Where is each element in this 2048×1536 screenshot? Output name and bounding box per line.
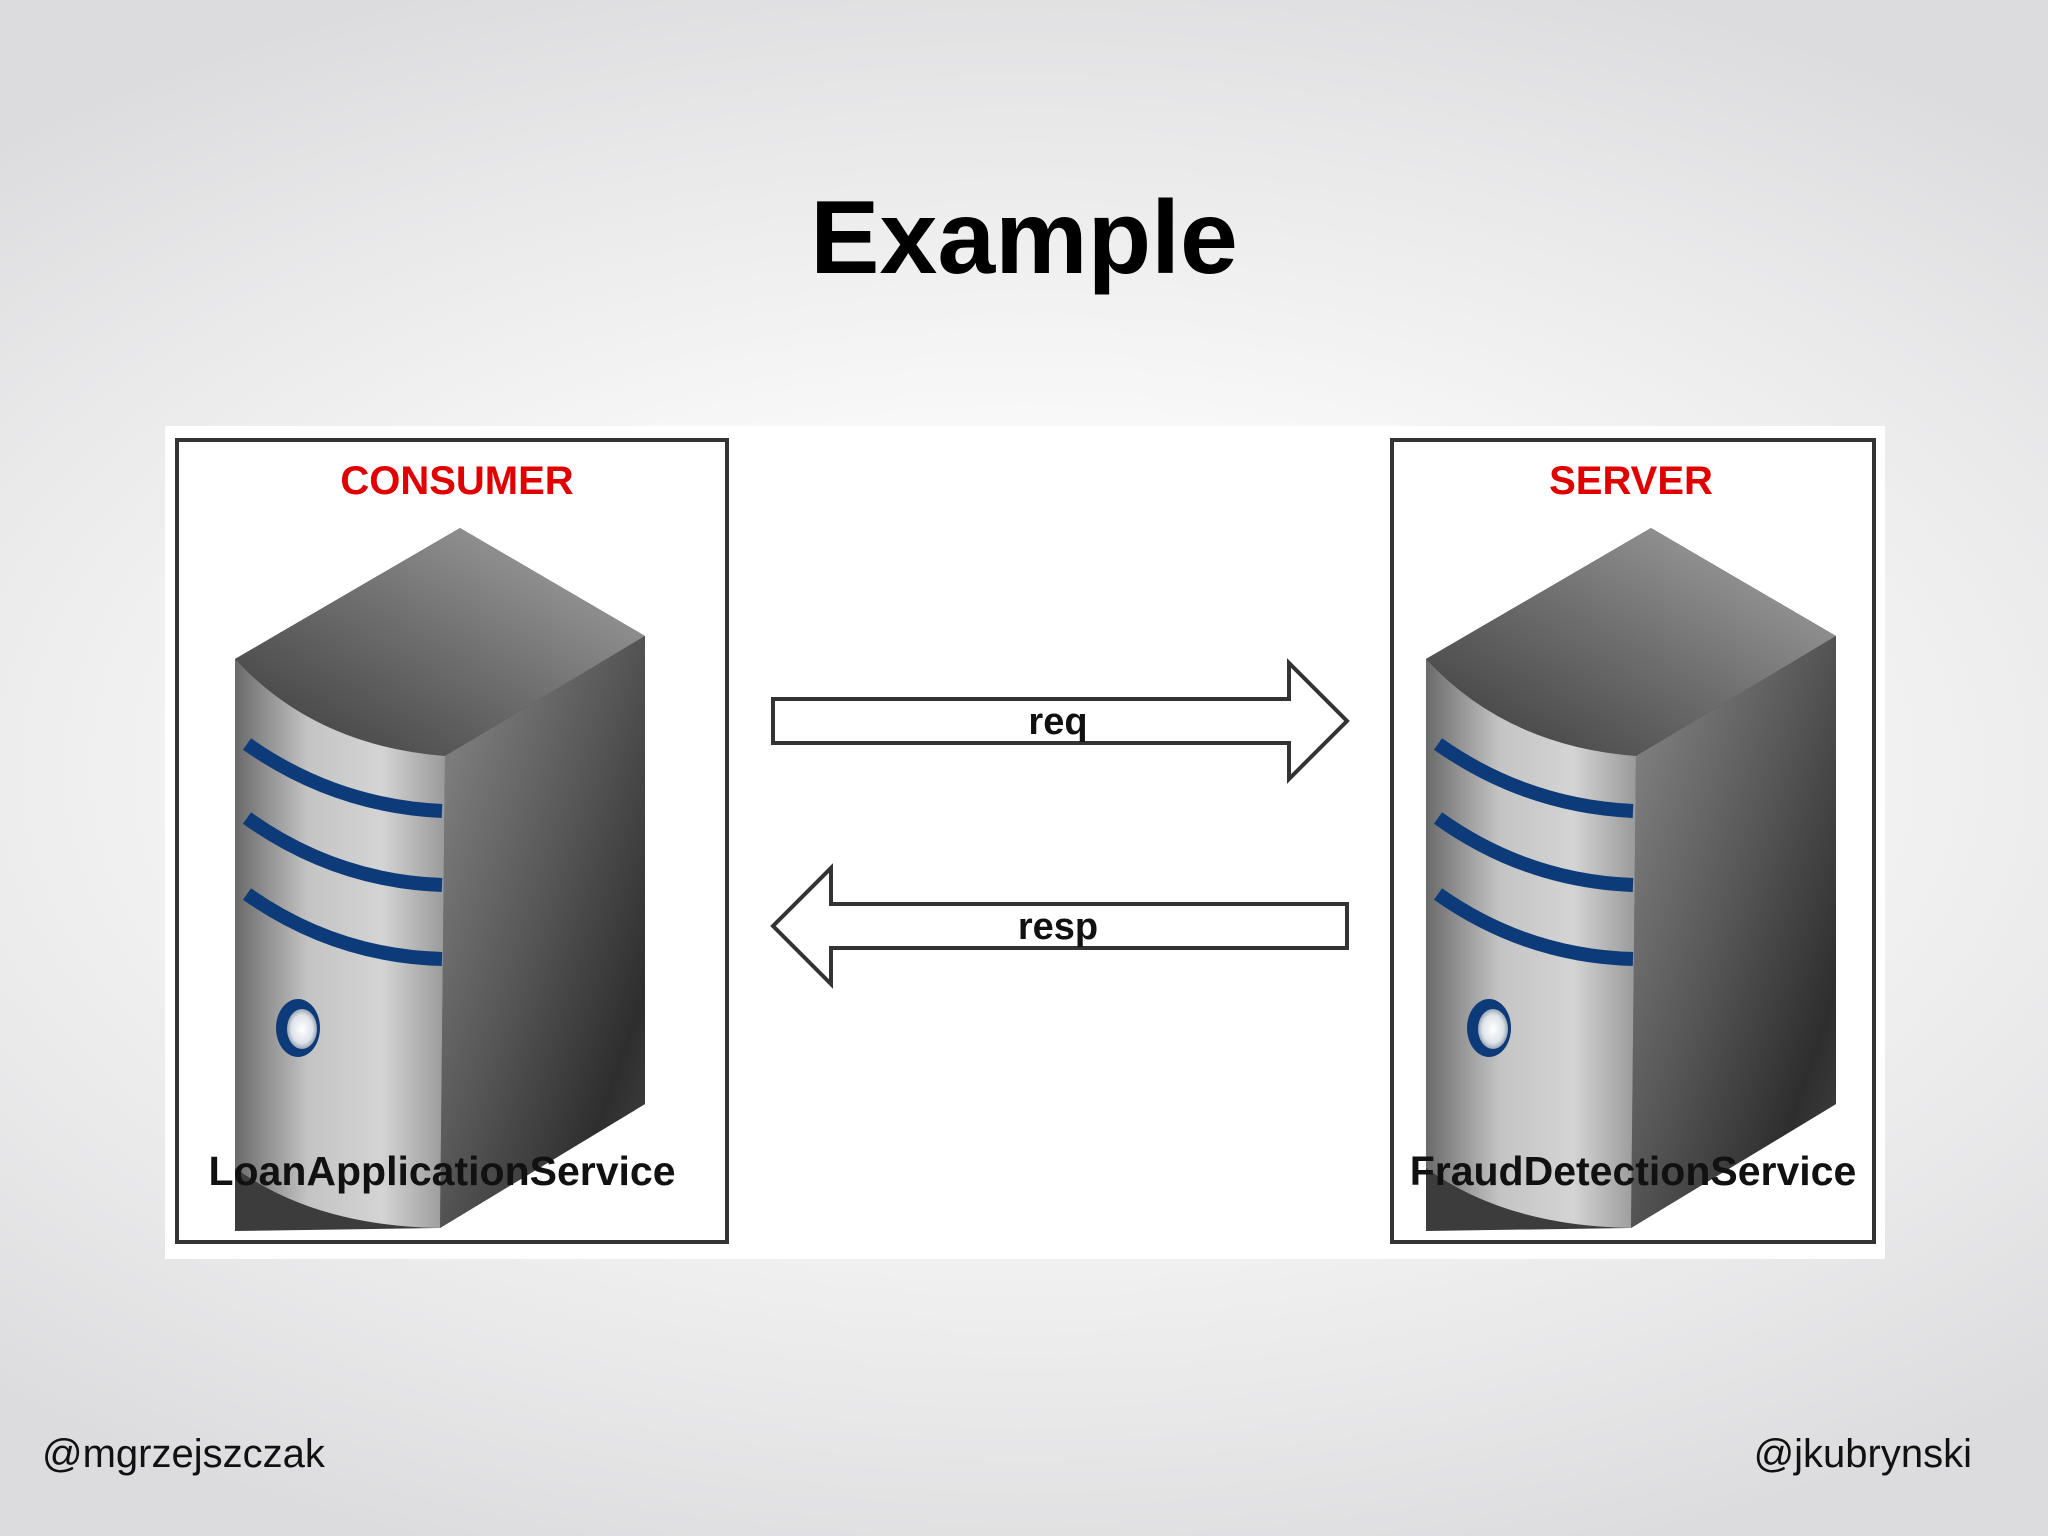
server-service-name: FraudDetectionService <box>1410 1148 1857 1194</box>
diagram-canvas: CONSUMER LoanApplicationService SERVER F… <box>165 426 1885 1259</box>
consumer-role-label: CONSUMER <box>340 459 573 503</box>
arrow-right-icon <box>771 658 1350 784</box>
arrow-left-icon <box>770 863 1349 989</box>
slide-title: Example <box>810 180 1238 296</box>
consumer-service-name: LoanApplicationService <box>208 1148 675 1194</box>
diagram-svg: CONSUMER LoanApplicationService SERVER F… <box>175 438 1876 1244</box>
footer-author-right: @jkubrynski <box>1753 1432 1972 1476</box>
response-arrow-label: resp <box>1018 906 1098 948</box>
server-role-label: SERVER <box>1549 459 1713 503</box>
request-arrow-label: req <box>1028 701 1087 743</box>
footer-author-left: @mgrzejszczak <box>42 1432 325 1476</box>
server-tower-icon <box>1426 528 1836 1231</box>
server-tower-icon <box>235 528 645 1231</box>
